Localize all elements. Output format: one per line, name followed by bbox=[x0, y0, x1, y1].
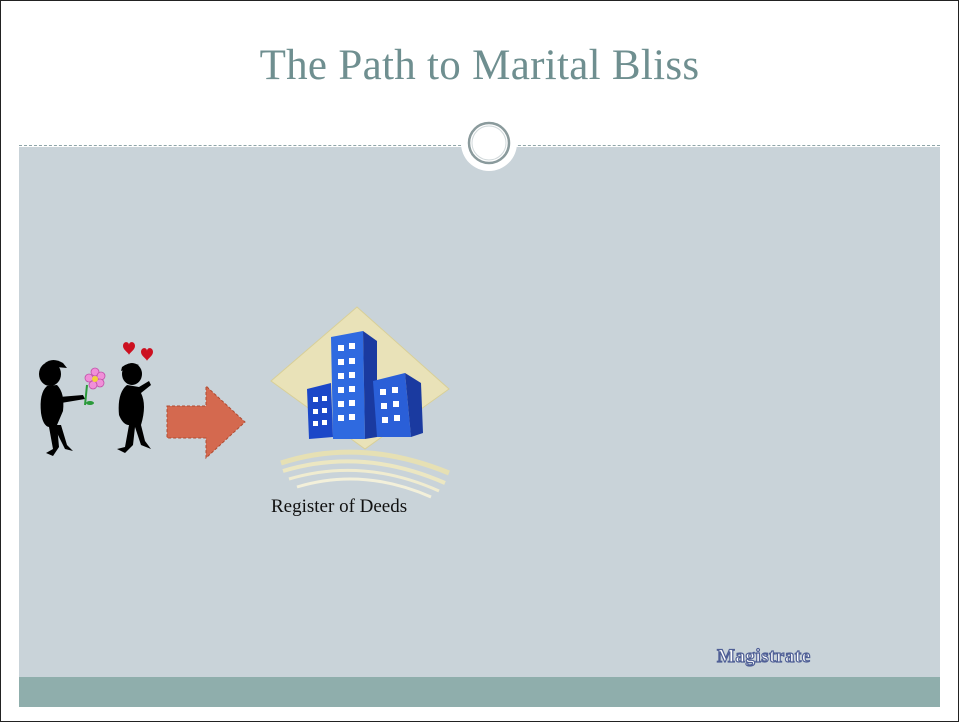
footer-band bbox=[19, 677, 940, 707]
magistrate-label: Magistrate bbox=[716, 645, 811, 667]
slide-medallion-icon bbox=[461, 115, 517, 171]
building-icon bbox=[270, 306, 450, 499]
right-arrow-icon bbox=[166, 384, 246, 460]
slide-title: The Path to Marital Bliss bbox=[259, 42, 700, 89]
register-of-deeds-label: Register of Deeds bbox=[271, 496, 408, 517]
courting-couple-icon bbox=[39, 342, 153, 456]
